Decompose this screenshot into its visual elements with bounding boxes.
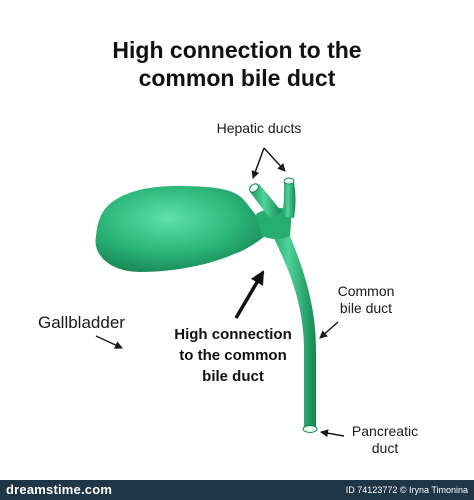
page-title: High connection to the common bile duct xyxy=(0,36,474,92)
common-bile-duct-label: Common bile duct xyxy=(326,283,406,317)
callout-line-3: bile duct xyxy=(202,368,264,385)
high-connection-callout: High connection to the common bile duct xyxy=(168,324,298,387)
hepatic-ducts-label: Hepatic ducts xyxy=(216,120,302,136)
pancreatic-duct-label-line-1: Pancreatic xyxy=(351,423,419,439)
callout-line-1: High connection xyxy=(174,326,292,343)
pancreatic-duct-opening xyxy=(302,425,318,433)
callout-line-2: to the common xyxy=(179,347,287,364)
gallbladder xyxy=(95,186,271,272)
left-hepatic-duct-opening xyxy=(249,183,259,193)
title-line-1: High connection to the xyxy=(112,37,362,63)
image-credit: ID 74123772 © Iryna Timonina xyxy=(345,485,468,495)
common-bile-duct-arrow xyxy=(319,321,339,339)
common-bile-duct-label-line-1: Common xyxy=(337,283,395,299)
pancreatic-duct-label-line-2: duct xyxy=(371,440,399,456)
common-bile-duct xyxy=(266,216,316,428)
gallbladder-arrow xyxy=(95,335,123,349)
gallbladder-diagram xyxy=(95,147,345,438)
common-bile-duct-label-line-2: bile duct xyxy=(339,300,393,316)
pancreatic-duct-label: Pancreatic duct xyxy=(340,423,430,457)
pancreatic-arrow xyxy=(320,429,345,438)
right-hepatic-duct xyxy=(282,182,296,218)
left-hepatic-duct xyxy=(250,184,282,218)
gallbladder-label: Gallbladder xyxy=(38,313,125,332)
footer-bar: dreamstime.com ID 74123772 © Iryna Timon… xyxy=(0,480,474,500)
title-line-2: common bile duct xyxy=(138,65,336,91)
right-hepatic-duct-opening xyxy=(283,177,295,185)
dreamstime-logo: dreamstime.com xyxy=(6,482,113,497)
hepatic-arrow-right xyxy=(263,147,286,172)
high-connection-arrow xyxy=(234,270,265,319)
hepatic-arrow-left xyxy=(251,147,265,179)
